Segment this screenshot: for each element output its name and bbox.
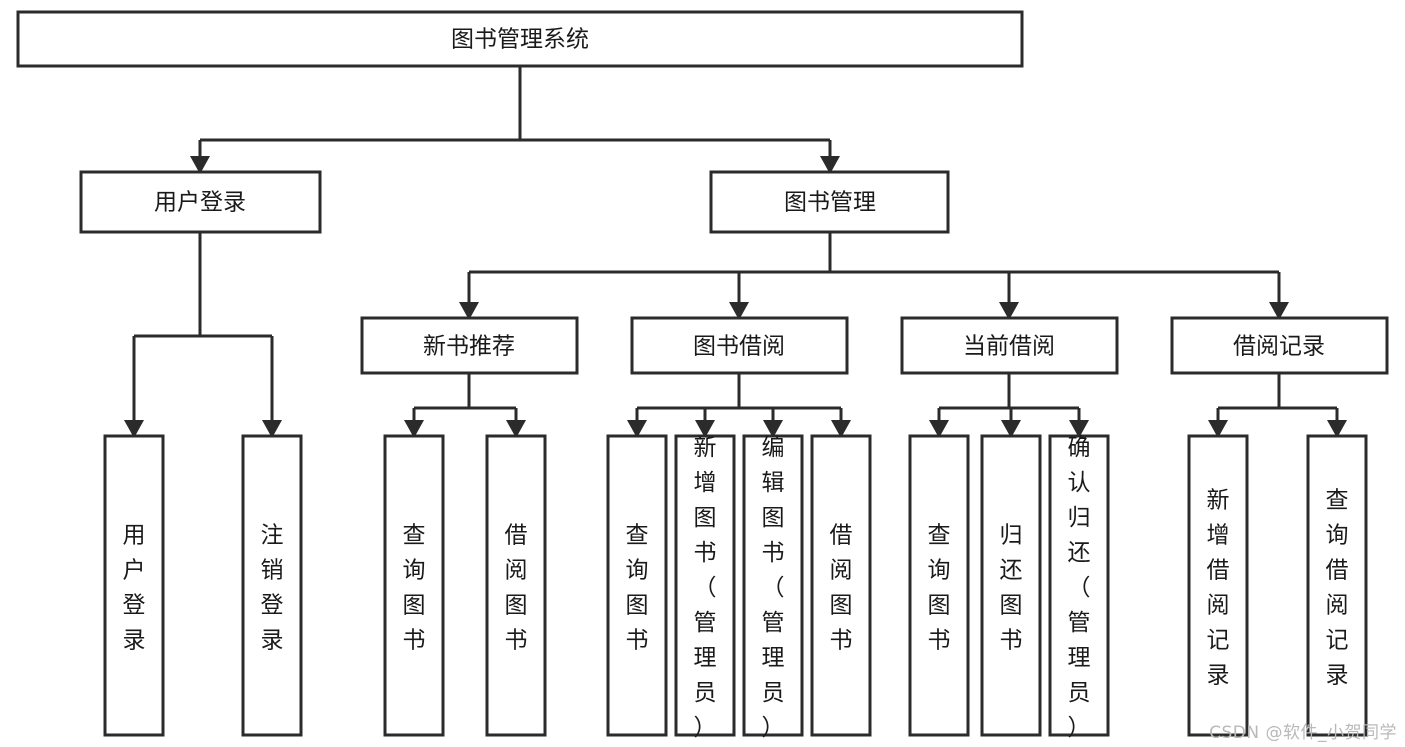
node-leaf-query-book-1-label: 查询图书 [403, 522, 426, 653]
node-login-box[interactable] [79, 170, 322, 234]
node-root-label: 图书管理系统 [451, 27, 589, 53]
node-borrow-label: 图书借阅 [693, 334, 785, 360]
node-leaf-query-book-3-box[interactable] [908, 434, 970, 737]
node-bookmgmt[interactable]: 图书管理 [709, 170, 950, 234]
node-records-box[interactable] [1170, 316, 1389, 375]
node-leaf-user-login-label: 用户登录 [123, 522, 146, 653]
arrowhead-bookmgmt [820, 156, 840, 174]
node-login[interactable]: 用户登录 [79, 170, 322, 234]
node-leaf-user-login-box[interactable] [103, 434, 165, 737]
arrowhead-query-book-3 [929, 420, 949, 438]
node-leaf-query-book-2[interactable]: 查询图书 [606, 434, 668, 737]
node-leaf-borrow-book-2-box[interactable] [810, 434, 872, 737]
arrowhead-records [1269, 302, 1289, 320]
node-newbook-label: 新书推荐 [423, 334, 515, 360]
node-leaf-borrow-book-1-box[interactable] [485, 434, 547, 737]
arrowhead-newbook [459, 302, 479, 320]
arrowhead-login [190, 156, 210, 174]
node-records-label: 借阅记录 [1233, 334, 1325, 360]
node-leaf-user-logout-box[interactable] [241, 434, 303, 737]
node-newbook-box[interactable] [360, 316, 579, 375]
arrowhead-borrow-book-1 [506, 420, 526, 438]
node-leaf-user-logout-label: 注销登录 [261, 522, 284, 653]
node-leaf-add-book[interactable]: 新增图书（管理员） [674, 434, 736, 741]
node-current-label: 当前借阅 [963, 334, 1055, 360]
node-leaf-query-book-3[interactable]: 查询图书 [908, 434, 970, 737]
node-leaf-add-book-box[interactable] [674, 434, 736, 737]
node-leaf-query-book-1-box[interactable] [383, 434, 445, 737]
node-leaf-borrow-book-2[interactable]: 借阅图书 [810, 434, 872, 737]
node-leaf-return-book[interactable]: 归还图书 [980, 434, 1042, 737]
arrowhead-query-book-1 [404, 420, 424, 438]
node-leaf-return-book-box[interactable] [980, 434, 1042, 737]
node-leaf-edit-book[interactable]: 编辑图书（管理员） [742, 434, 804, 741]
arrowhead-return-book [1001, 420, 1021, 438]
arrowhead-current [999, 302, 1019, 320]
node-leaf-query-record-box[interactable] [1306, 434, 1368, 737]
node-leaf-query-book-2-box[interactable] [606, 434, 668, 737]
node-leaf-add-record-label: 新增借阅记录 [1207, 487, 1230, 688]
node-records[interactable]: 借阅记录 [1170, 316, 1389, 375]
node-leaf-add-book-label: 新增图书（管理员） [694, 435, 717, 741]
arrowhead-borrow [729, 302, 749, 320]
node-leaf-borrow-book-1-label: 借阅图书 [505, 522, 528, 653]
node-leaf-query-book-2-label: 查询图书 [626, 522, 649, 653]
node-leaf-edit-book-label: 编辑图书（管理员） [762, 435, 785, 741]
node-leaf-query-book-3-label: 查询图书 [928, 522, 951, 653]
node-leaf-user-logout[interactable]: 注销登录 [241, 434, 303, 737]
node-current-box[interactable] [900, 316, 1119, 375]
node-leaf-borrow-book-2-label: 借阅图书 [830, 522, 853, 653]
arrowhead-user-logout [262, 420, 282, 438]
node-leaf-return-book-label: 归还图书 [1000, 522, 1023, 653]
node-leaf-query-book-1[interactable]: 查询图书 [383, 434, 445, 737]
node-current[interactable]: 当前借阅 [900, 316, 1119, 375]
node-root[interactable]: 图书管理系统 [16, 10, 1024, 68]
node-leaf-add-record-box[interactable] [1187, 434, 1249, 737]
arrowhead-confirm-return [1069, 420, 1089, 438]
node-borrow-box[interactable] [630, 316, 849, 375]
node-leaf-query-record-label: 查询借阅记录 [1326, 487, 1349, 688]
node-newbook[interactable]: 新书推荐 [360, 316, 579, 375]
arrowhead-query-book-2 [627, 420, 647, 438]
connector-layer [124, 66, 1347, 438]
node-bookmgmt-label: 图书管理 [784, 190, 876, 216]
node-borrow[interactable]: 图书借阅 [630, 316, 849, 375]
node-leaf-confirm-return-box[interactable] [1048, 434, 1110, 737]
node-leaf-user-login[interactable]: 用户登录 [103, 434, 165, 737]
node-leaf-add-record[interactable]: 新增借阅记录 [1187, 434, 1249, 737]
arrowhead-query-record [1327, 420, 1347, 438]
arrowhead-add-book [695, 420, 715, 438]
arrowhead-add-record [1208, 420, 1228, 438]
node-root-box[interactable] [16, 10, 1024, 68]
node-leaf-confirm-return-label: 确认归还（管理员） [1068, 435, 1091, 741]
node-leaf-edit-book-box[interactable] [742, 434, 804, 737]
arrowhead-edit-book [763, 420, 783, 438]
arrowhead-borrow-book-2 [831, 420, 851, 438]
node-leaf-confirm-return[interactable]: 确认归还（管理员） [1048, 434, 1110, 741]
node-leaf-borrow-book-1[interactable]: 借阅图书 [485, 434, 547, 737]
node-bookmgmt-box[interactable] [709, 170, 950, 234]
node-leaf-query-record[interactable]: 查询借阅记录 [1306, 434, 1368, 737]
arrowhead-user-login [124, 420, 144, 438]
node-login-label: 用户登录 [154, 190, 246, 216]
